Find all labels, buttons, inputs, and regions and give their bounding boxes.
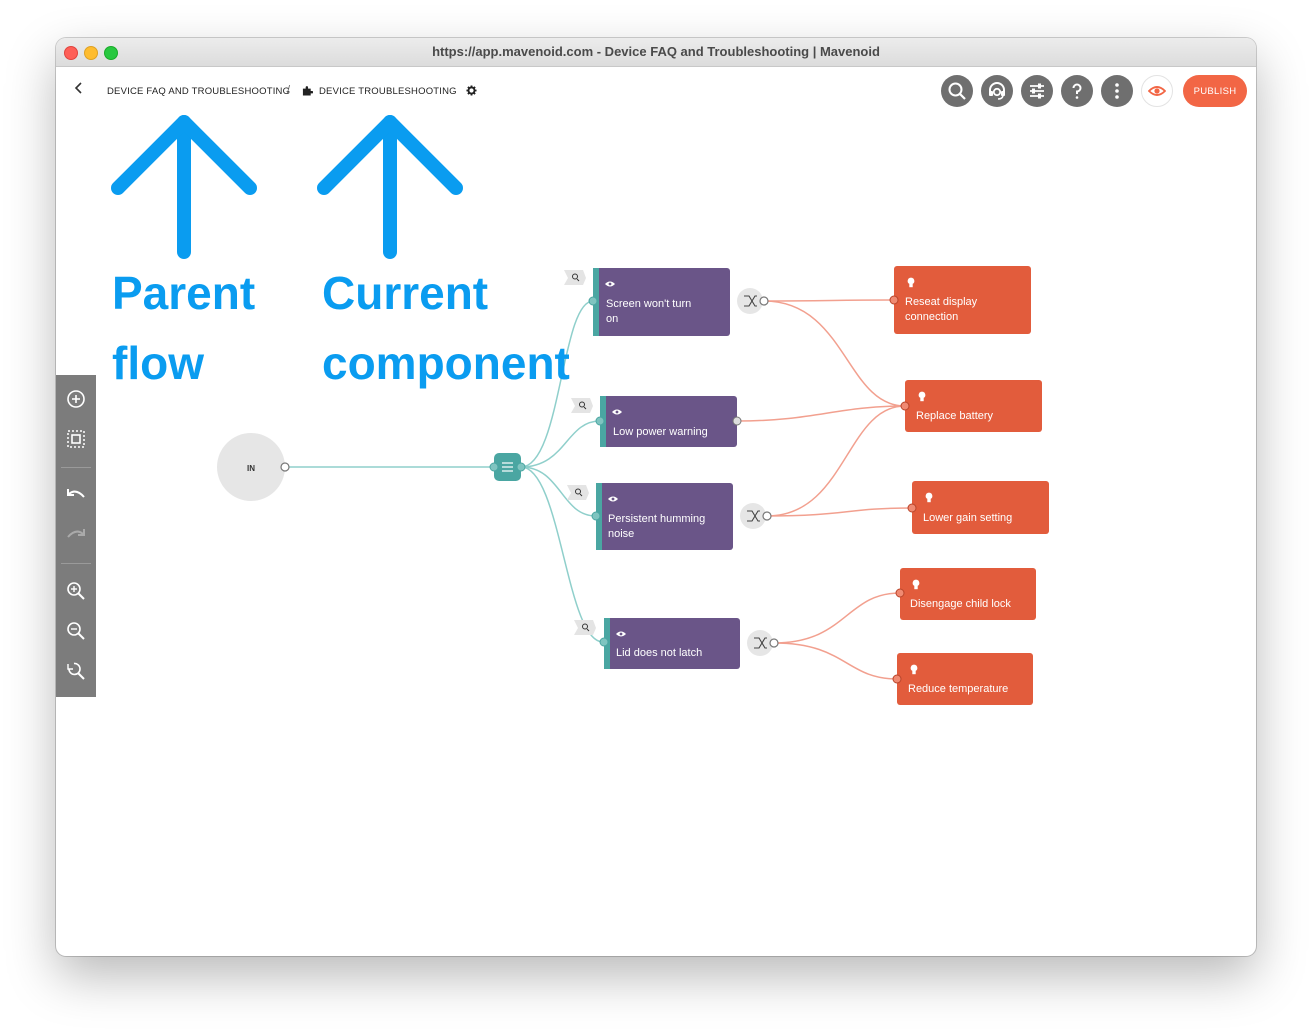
maximize-window-button[interactable] [104, 46, 118, 60]
redo-icon [67, 529, 85, 538]
zoom-reset-icon [67, 662, 85, 680]
branch-connector[interactable] [737, 288, 769, 314]
branch-connector[interactable] [740, 503, 772, 529]
search-tag-icon [571, 398, 593, 413]
solution-label: Reseat display [905, 296, 978, 308]
eye-icon [605, 281, 615, 287]
zoom-in-icon [67, 582, 85, 600]
toolbar-divider [61, 563, 91, 564]
annotation-current-line2: component [322, 337, 570, 389]
zoom-in-button[interactable] [64, 579, 88, 603]
solution-label: Replace battery [916, 410, 994, 422]
more-vertical-icon [1115, 83, 1119, 99]
editor-header: DEVICE FAQ AND TROUBLESHOOTING / DEVICE … [56, 67, 1256, 117]
solution-node[interactable]: Replace battery [900, 380, 1042, 432]
solution-node[interactable]: Reseat display connection [889, 266, 1031, 334]
zoom-reset-button[interactable] [64, 659, 88, 683]
lightbulb-icon [918, 391, 926, 402]
question-node[interactable]: Persistent humming noise [567, 483, 733, 550]
breadcrumb-current-component[interactable]: DEVICE TROUBLESHOOTING [319, 86, 457, 97]
current-component-arrow [317, 115, 463, 259]
sliders-icon [1030, 83, 1044, 99]
search-button[interactable] [941, 75, 973, 107]
hub-node[interactable] [489, 453, 526, 481]
flow-canvas[interactable]: IN Screen won't turn on Low [56, 38, 1256, 956]
more-options-button[interactable] [1101, 75, 1133, 107]
solution-links [736, 299, 913, 680]
lightbulb-icon [912, 579, 920, 590]
agent-button[interactable] [981, 75, 1013, 107]
question-node[interactable]: Low power warning [571, 396, 742, 447]
question-label-line2: on [606, 313, 618, 325]
add-node-icon [67, 390, 85, 408]
select-area-button[interactable] [64, 427, 88, 451]
annotation-parent-line1: Parent [112, 267, 256, 319]
in-label: IN [247, 464, 255, 473]
window-title: https://app.mavenoid.com - Device FAQ an… [432, 44, 880, 59]
undo-button[interactable] [64, 483, 88, 507]
zoom-out-button[interactable] [64, 619, 88, 643]
redo-button[interactable] [64, 523, 88, 547]
search-tag-icon [574, 620, 596, 635]
publish-button[interactable]: PUBLISH [1183, 75, 1247, 107]
solution-label: Disengage child lock [910, 598, 1011, 610]
question-label: Persistent humming [608, 513, 705, 525]
canvas-toolbar [56, 375, 96, 697]
eye-icon [616, 631, 626, 637]
undo-icon [67, 489, 85, 498]
solution-label: Reduce temperature [908, 683, 1008, 695]
preview-button[interactable] [1141, 75, 1173, 107]
back-arrow-icon[interactable] [74, 81, 84, 100]
question-node[interactable]: Screen won't turn on [564, 268, 730, 336]
eye-icon [608, 496, 618, 502]
search-icon [948, 82, 966, 100]
breadcrumb-separator: / [287, 84, 291, 96]
lightbulb-icon [925, 492, 933, 503]
zoom-out-icon [67, 622, 85, 640]
add-node-button[interactable] [64, 387, 88, 411]
solution-node[interactable]: Disengage child lock [895, 568, 1036, 620]
solution-node[interactable]: Lower gain setting [907, 481, 1049, 534]
agent-icon [989, 82, 1005, 100]
toolbar-divider [61, 467, 91, 468]
question-label: Low power warning [613, 426, 708, 438]
puzzle-icon [302, 83, 314, 101]
help-icon [1072, 83, 1082, 99]
title-bar: https://app.mavenoid.com - Device FAQ an… [56, 38, 1256, 67]
preview-eye-icon [1148, 86, 1166, 96]
question-label: Screen won't turn [606, 298, 691, 310]
eye-icon [612, 409, 622, 415]
solution-label-line2: connection [905, 311, 958, 323]
settings-sliders-button[interactable] [1021, 75, 1053, 107]
select-area-icon [67, 430, 85, 448]
question-label: Lid does not latch [616, 647, 702, 659]
search-tag-icon [567, 485, 589, 500]
close-window-button[interactable] [64, 46, 78, 60]
question-label-line2: noise [608, 528, 634, 540]
solution-label: Lower gain setting [923, 512, 1012, 524]
help-button[interactable] [1061, 75, 1093, 107]
in-node[interactable]: IN [217, 433, 290, 501]
question-node[interactable]: Lid does not latch [574, 618, 740, 669]
parent-flow-arrow [111, 115, 257, 259]
annotation-current-line1: Current [322, 267, 489, 319]
gear-icon[interactable] [466, 83, 477, 101]
branch-connector[interactable] [747, 630, 779, 656]
lightbulb-icon [907, 277, 915, 288]
breadcrumb-parent-flow[interactable]: DEVICE FAQ AND TROUBLESHOOTING [107, 86, 291, 97]
lightbulb-icon [910, 664, 918, 675]
browser-window: https://app.mavenoid.com - Device FAQ an… [56, 38, 1256, 956]
minimize-window-button[interactable] [84, 46, 98, 60]
annotation-parent-line2: flow [112, 337, 204, 389]
solution-node[interactable]: Reduce temperature [892, 653, 1033, 705]
search-tag-icon [564, 270, 586, 285]
